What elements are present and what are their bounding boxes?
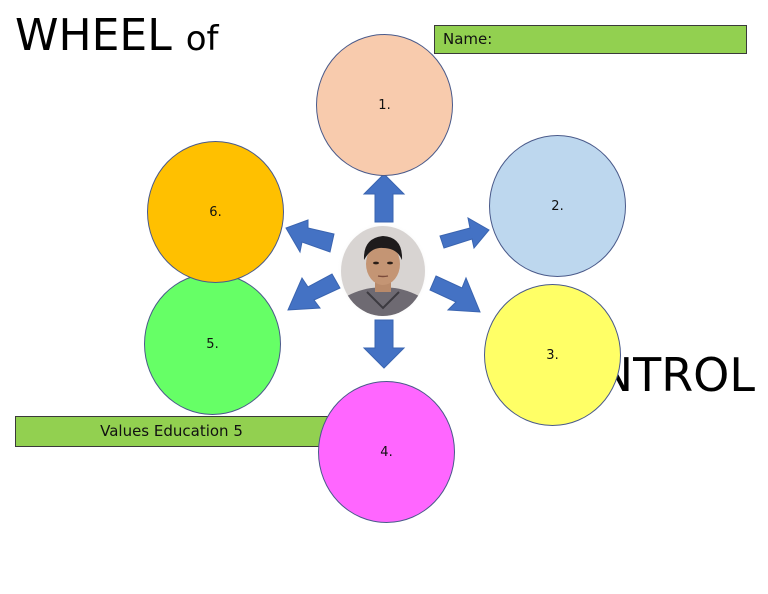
circle-1-label: 1. (378, 97, 391, 113)
wheel-circle-4: 4. (318, 381, 455, 523)
wheel-circle-5: 5. (144, 273, 281, 415)
arrow-upper-right-icon (439, 217, 490, 250)
subject-label: Values Education 5 (100, 422, 243, 440)
circle-2-label: 2. (551, 198, 564, 214)
title-of: of (185, 19, 219, 59)
name-label: Name: (443, 30, 493, 48)
wheel-circle-3: 3. (484, 284, 621, 426)
subject-label-box: Values Education 5 (15, 416, 328, 447)
arrow-down-icon (362, 319, 406, 369)
circle-6-label: 6. (209, 204, 222, 220)
arrow-lower-left-icon (287, 273, 341, 311)
arrow-lower-right-icon (429, 275, 481, 313)
circle-3-label: 3. (546, 347, 559, 363)
wheel-circle-2: 2. (489, 135, 626, 277)
circle-5-label: 5. (206, 336, 219, 352)
arrow-upper-left-icon (285, 219, 335, 254)
wheel-circle-6: 6. (147, 141, 284, 283)
name-field[interactable]: Name: (434, 25, 747, 54)
arrow-up-icon (362, 173, 406, 223)
page-title: WHEEL of (15, 14, 219, 58)
wheel-circle-1: 1. (316, 34, 453, 176)
circle-4-label: 4. (380, 444, 393, 460)
title-wheel: WHEEL (15, 10, 172, 61)
center-portrait-image (337, 222, 429, 320)
